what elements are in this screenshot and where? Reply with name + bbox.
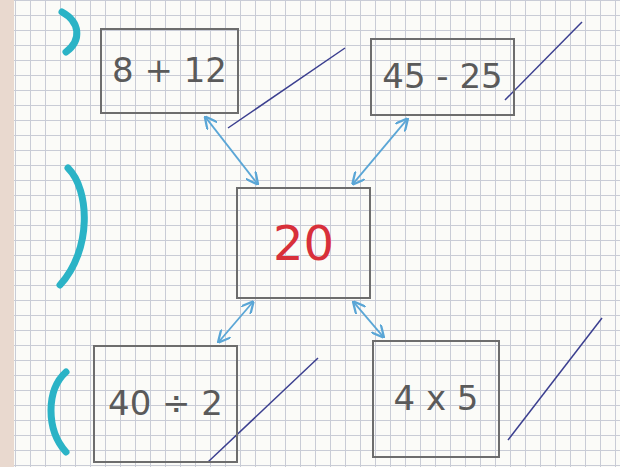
margin-mark (60, 168, 84, 285)
double-arrow (353, 119, 407, 184)
double-arrow (219, 302, 253, 342)
operation-box: 45 - 25 (370, 38, 515, 116)
tick-stroke (228, 48, 345, 128)
operation-text: 4 x 5 (394, 380, 479, 417)
operation-box: 4 x 5 (372, 340, 500, 458)
tick-stroke (208, 358, 318, 462)
margin-mark (62, 12, 77, 52)
operation-text: 8 + 12 (112, 52, 227, 89)
operation-box: 40 ÷ 2 (93, 345, 238, 463)
operation-text: 40 ÷ 2 (108, 385, 223, 422)
margin-mark (51, 372, 66, 452)
operation-text: 45 - 25 (382, 58, 502, 95)
operation-box: 8 + 12 (100, 28, 239, 114)
double-arrow (354, 302, 384, 337)
result-number: 20 (273, 217, 334, 270)
page-edge (0, 0, 14, 467)
tick-stroke (508, 318, 602, 440)
double-arrow (205, 117, 257, 184)
tick-stroke (505, 22, 582, 100)
result-box: 20 (236, 187, 371, 299)
